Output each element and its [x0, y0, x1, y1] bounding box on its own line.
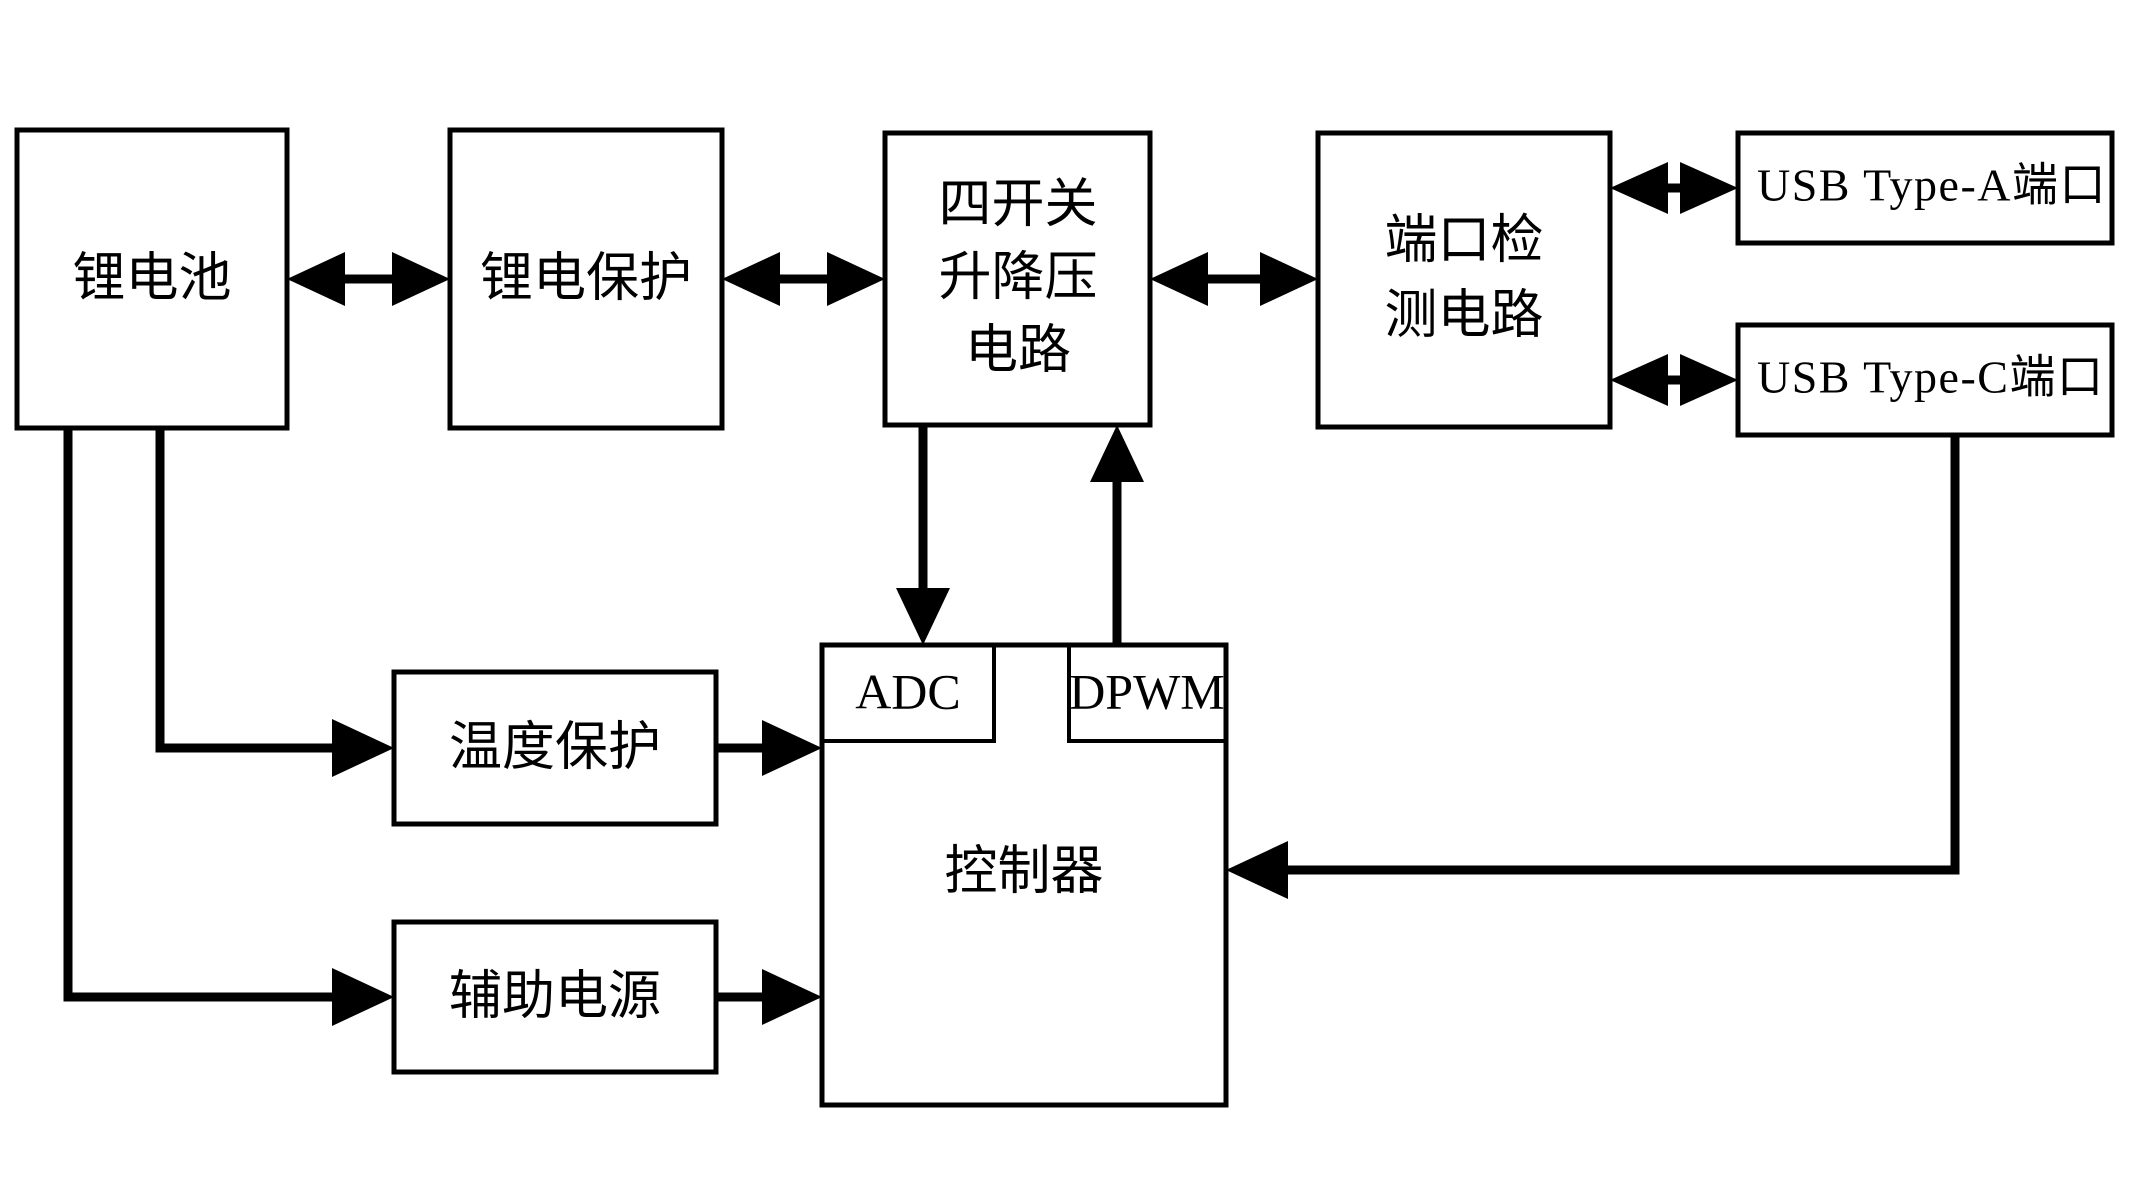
block-adc[interactable]: ADC — [820, 643, 996, 743]
block-port-detection-line-2: 测电路 — [1385, 285, 1544, 346]
arrowhead-left — [287, 252, 345, 306]
block-dpwm-label: DPWM — [1069, 663, 1225, 719]
connector-portdetect-usb-a — [1610, 162, 1738, 214]
block-port-detection[interactable]: 端口检 测电路 — [1315, 130, 1613, 430]
block-temperature-protection-label: 温度保护 — [449, 717, 661, 778]
connector-buckboost-portdetect — [1150, 252, 1318, 306]
block-port-detection-line-1: 端口检 — [1385, 210, 1544, 271]
block-dpwm[interactable]: DPWM — [1067, 643, 1228, 743]
block-usb-type-c-label: USB Type-C端口 — [1757, 352, 2104, 403]
block-controller[interactable]: 控制器 — [819, 642, 1229, 1108]
block-auxiliary-power-label: 辅助电源 — [449, 966, 661, 1027]
connector-protection-buckboost — [722, 252, 885, 306]
connector-battery-protection — [287, 252, 450, 306]
connector-temp-adc — [716, 720, 822, 776]
block-controller-label: 控制器 — [945, 841, 1104, 902]
block-buck-boost-line-2: 升降压 — [939, 247, 1098, 308]
block-buck-boost-line-1: 四开关 — [939, 174, 1098, 235]
block-battery-label: 锂电池 — [73, 248, 232, 309]
block-lithium-protection-label: 锂电保护 — [480, 248, 692, 309]
connector-dpwm-buckboost — [1090, 425, 1144, 645]
connector-battery-auxpower — [63, 428, 394, 1026]
connector-buckboost-adc — [896, 425, 950, 645]
connector-usb-c-controller — [1226, 435, 1960, 899]
block-buck-boost-circuit[interactable]: 四开关 升降压 电路 — [882, 130, 1153, 428]
arrowhead-right — [392, 252, 450, 306]
connector-portdetect-usb-c — [1610, 354, 1738, 406]
block-adc-label: ADC — [855, 663, 961, 719]
block-usb-type-a-port[interactable]: USB Type-A端口 — [1735, 130, 2115, 246]
connector-battery-temp — [155, 428, 394, 777]
block-usb-type-c-port[interactable]: USB Type-C端口 — [1735, 322, 2115, 438]
block-buck-boost-line-3: 电路 — [965, 320, 1071, 381]
block-usb-type-a-label: USB Type-A端口 — [1757, 160, 2107, 211]
block-lithium-protection[interactable]: 锂电保护 — [447, 127, 725, 431]
block-auxiliary-power[interactable]: 辅助电源 — [391, 919, 719, 1075]
block-battery[interactable]: 锂电池 — [14, 127, 290, 431]
block-temperature-protection[interactable]: 温度保护 — [391, 669, 719, 827]
connector-auxpower-controller — [716, 969, 822, 1025]
